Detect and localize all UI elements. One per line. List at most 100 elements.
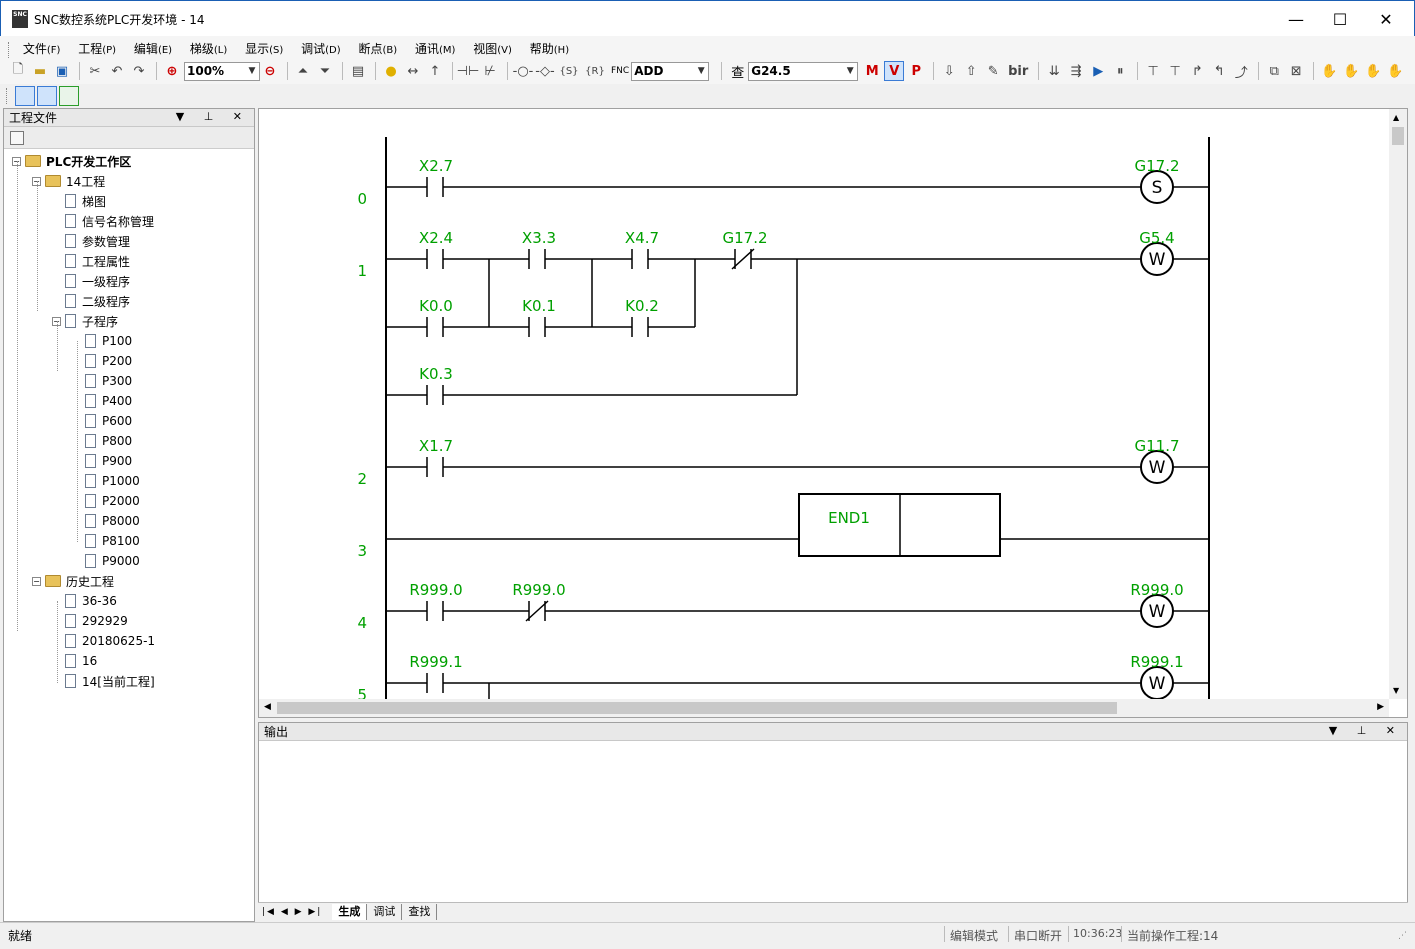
- tab-build[interactable]: 生成: [332, 903, 368, 920]
- find-select[interactable]: G24.5▼: [748, 61, 859, 81]
- collapse-icon[interactable]: −: [12, 156, 21, 166]
- tree-item[interactable]: −PLC开发工作区: [12, 151, 131, 171]
- vertical-scrollbar[interactable]: ▲ ▼: [1389, 109, 1407, 699]
- tree-item[interactable]: 14[当前工程]: [52, 671, 155, 691]
- horizontal-scrollbar[interactable]: ◀ ▶: [259, 699, 1389, 717]
- tree-item[interactable]: P800: [72, 431, 132, 451]
- resize-grip-icon[interactable]: ⋰: [1398, 931, 1407, 941]
- tree-item[interactable]: 16: [52, 651, 97, 671]
- zoom-select[interactable]: 100%▼: [184, 61, 260, 81]
- sort-down-icon[interactable]: ⇊: [1048, 63, 1060, 79]
- minimize-button[interactable]: —: [1288, 9, 1304, 29]
- coil-neg-icon[interactable]: -◇-: [535, 63, 555, 79]
- bp-clear-icon[interactable]: ⊤: [1169, 63, 1181, 79]
- scroll-right-icon[interactable]: ▶: [1377, 702, 1384, 712]
- tree-item[interactable]: −14工程: [32, 171, 105, 191]
- menu-debug[interactable]: 调试(D): [301, 42, 341, 56]
- insert-row-up-icon[interactable]: ⏶: [297, 63, 309, 79]
- tree-item[interactable]: 20180625-1: [52, 631, 155, 651]
- menu-help[interactable]: 帮助(H): [529, 42, 570, 56]
- tree-item[interactable]: P200: [72, 351, 132, 371]
- tab-nav[interactable]: |◀ ◀ ▶ ▶|: [262, 906, 323, 917]
- collapse-icon[interactable]: −: [52, 316, 61, 326]
- zoom-in-icon[interactable]: ⊕: [166, 63, 178, 79]
- cut-icon[interactable]: ✂: [89, 63, 101, 79]
- hscroll-thumb[interactable]: [277, 702, 1117, 714]
- menu-view[interactable]: 视图(V): [473, 42, 512, 56]
- disconnect-icon[interactable]: ⊠: [1290, 63, 1302, 79]
- menu-display[interactable]: 显示(S): [245, 42, 284, 56]
- tree-item[interactable]: −历史工程: [32, 571, 114, 591]
- bulb-icon[interactable]: ●: [385, 63, 397, 79]
- tab-debug[interactable]: 调试: [367, 903, 403, 920]
- tree-item[interactable]: P2000: [72, 491, 140, 511]
- scroll-down-icon[interactable]: ▼: [1393, 686, 1400, 695]
- properties-icon[interactable]: [10, 130, 24, 145]
- tree-item[interactable]: P600: [72, 411, 132, 431]
- monitor-p-button[interactable]: P: [911, 63, 921, 79]
- tree-item[interactable]: P8100: [72, 531, 140, 551]
- tree-item[interactable]: P8000: [72, 511, 140, 531]
- vertical-line-icon[interactable]: ↑: [429, 63, 441, 79]
- tab-find[interactable]: 查找: [402, 903, 438, 920]
- menu-grip[interactable]: [8, 41, 11, 58]
- download-icon[interactable]: ⇩: [943, 63, 955, 79]
- tree-item[interactable]: 工程属性: [52, 251, 130, 271]
- bp-next-icon[interactable]: ↱: [1191, 63, 1203, 79]
- pause-icon[interactable]: ⏸: [1116, 63, 1124, 79]
- collapse-icon[interactable]: −: [32, 576, 41, 586]
- menu-file[interactable]: 文件(F): [22, 42, 61, 56]
- run-icon[interactable]: ▶: [1093, 63, 1104, 79]
- bp-prev-icon[interactable]: ↰: [1213, 63, 1225, 79]
- hand3-icon[interactable]: ✋: [1365, 63, 1382, 79]
- view-window-icon[interactable]: [37, 86, 57, 106]
- tree-item[interactable]: 二级程序: [52, 291, 130, 311]
- tree-item[interactable]: 梯图: [52, 191, 106, 211]
- scroll-left-icon[interactable]: ◀: [264, 702, 271, 712]
- menu-rung[interactable]: 梯级(L): [189, 42, 228, 56]
- stop-hand-icon[interactable]: ✋: [1387, 63, 1404, 79]
- tree-item[interactable]: −子程序: [52, 311, 118, 331]
- scroll-up-icon[interactable]: ▲: [1393, 113, 1400, 122]
- step-icon[interactable]: ⇶: [1070, 63, 1082, 79]
- menu-comm[interactable]: 通讯(M): [414, 42, 456, 56]
- tree-item[interactable]: 292929: [52, 611, 128, 631]
- monitor-m-button[interactable]: M: [865, 63, 879, 79]
- view-color-icon[interactable]: [59, 86, 79, 106]
- menu-edit[interactable]: 编辑(E): [133, 42, 173, 56]
- output-panel-controls[interactable]: ▼ ⊥ ✕: [1328, 724, 1403, 737]
- zoom-out-icon[interactable]: ⊖: [264, 63, 276, 79]
- tree-item[interactable]: 参数管理: [52, 231, 130, 251]
- hand-icon[interactable]: ✋: [1321, 63, 1338, 79]
- fnc-select[interactable]: ADD▼: [631, 61, 710, 81]
- new-file-icon[interactable]: 🗋: [12, 62, 24, 77]
- coil-icon[interactable]: -○-: [512, 63, 534, 79]
- tree-item[interactable]: P1000: [72, 471, 140, 491]
- view-tree-icon[interactable]: [15, 86, 35, 106]
- connect-icon[interactable]: ⧉: [1269, 63, 1279, 79]
- tree-item[interactable]: P9000: [72, 551, 140, 571]
- tree-item[interactable]: P900: [72, 451, 132, 471]
- undo-icon[interactable]: ↶: [111, 63, 123, 79]
- open-folder-icon[interactable]: ▬: [33, 63, 47, 79]
- bir-button[interactable]: bir: [1008, 63, 1029, 79]
- bp-list-icon[interactable]: ⤴: [1234, 65, 1248, 81]
- contact-nc-icon[interactable]: ⊬: [484, 63, 496, 79]
- coil-reset-icon[interactable]: {R}: [585, 65, 605, 77]
- tree-item[interactable]: P300: [72, 371, 132, 391]
- upload-icon[interactable]: ⇧: [965, 63, 977, 79]
- verify-icon[interactable]: ✎: [987, 63, 999, 79]
- tree-item[interactable]: 一级程序: [52, 271, 130, 291]
- maximize-button[interactable]: ☐: [1332, 9, 1348, 29]
- panel-controls[interactable]: ▼ ⊥ ✕: [175, 110, 250, 123]
- table-icon[interactable]: ▤: [351, 63, 365, 79]
- monitor-v-button[interactable]: V: [884, 61, 905, 81]
- close-button[interactable]: ✕: [1379, 9, 1393, 29]
- collapse-icon[interactable]: −: [32, 176, 41, 186]
- tree-item[interactable]: 信号名称管理: [52, 211, 154, 231]
- tree-item[interactable]: 36-36: [52, 591, 117, 611]
- bp-set-icon[interactable]: ⊤: [1147, 63, 1159, 79]
- tree-item[interactable]: P400: [72, 391, 132, 411]
- scroll-thumb[interactable]: [1392, 127, 1404, 145]
- hand2-icon[interactable]: ✋: [1343, 63, 1360, 79]
